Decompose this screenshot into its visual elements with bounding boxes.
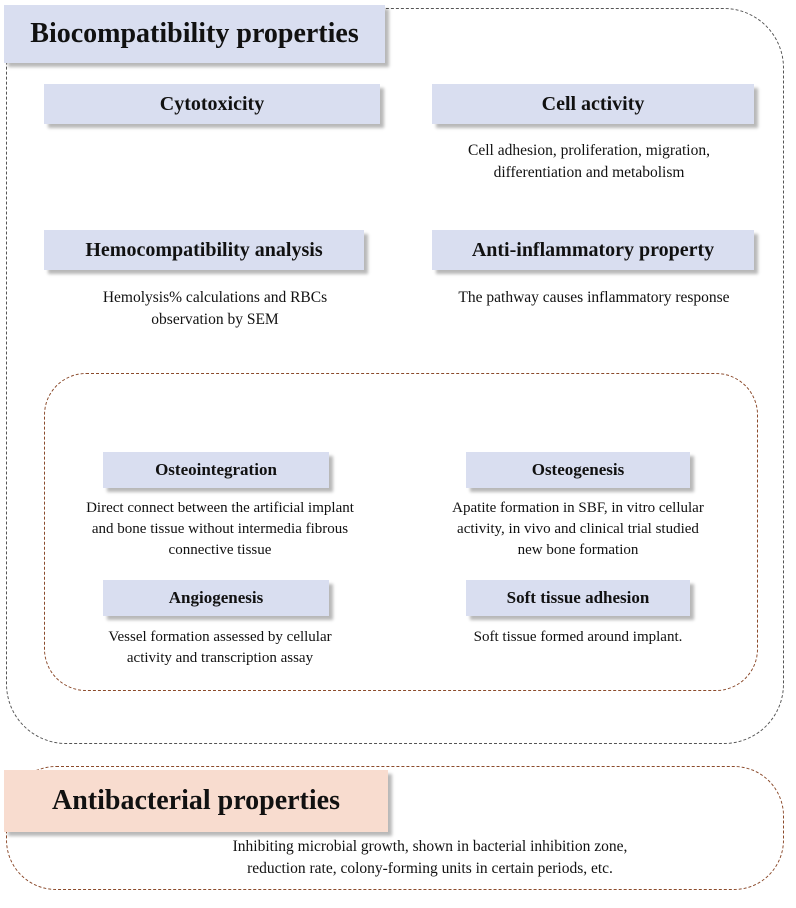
- osteointegration-description: Direct connect between the artificial im…: [50, 498, 390, 561]
- cell-activity-description: Cell adhesion, proliferation, migration,…: [404, 140, 774, 184]
- hemocompatibility-description: Hemolysis% calculations and RBCs observa…: [20, 287, 410, 331]
- antibacterial-title: Antibacterial properties: [4, 770, 388, 832]
- osteogenesis-desc-line: new bone formation: [517, 542, 639, 558]
- cell-activity-title: Cell activity: [432, 84, 754, 124]
- osteogenesis-desc-line: Apatite formation in SBF, in vitro cellu…: [452, 500, 704, 516]
- cell-activity-desc-line: Cell adhesion, proliferation, migration,: [468, 142, 710, 159]
- biocompatibility-frame: [6, 8, 784, 744]
- hemocompatibility-desc-line: Hemolysis% calculations and RBCs: [102, 289, 328, 306]
- angiogenesis-title: Angiogenesis: [103, 580, 329, 616]
- osteointegration-desc-line: Direct connect between the artificial im…: [86, 500, 354, 516]
- bone-related-frame: [44, 373, 758, 691]
- soft-tissue-adhesion-description: Soft tissue formed around implant.: [418, 627, 738, 648]
- anti-inflammatory-title: Anti-inflammatory property: [432, 230, 754, 270]
- hemocompatibility-title: Hemocompatibility analysis: [44, 230, 364, 270]
- osteointegration-desc-line: and bone tissue without intermedia fibro…: [91, 521, 349, 537]
- biocompatibility-title: Biocompatibility properties: [4, 5, 385, 63]
- antibacterial-desc-line: Inhibiting microbial growth, shown in ba…: [232, 838, 628, 855]
- soft-tissue-desc-line: Soft tissue formed around implant.: [473, 629, 683, 645]
- angiogenesis-desc-line: Vessel formation assessed by cellular: [108, 629, 332, 645]
- osteointegration-title: Osteointegration: [103, 452, 329, 488]
- anti-inflammatory-desc-line: The pathway causes inflammatory response: [458, 289, 730, 306]
- hemocompatibility-desc-line: observation by SEM: [151, 311, 279, 328]
- antibacterial-description: Inhibiting microbial growth, shown in ba…: [130, 836, 730, 880]
- osteogenesis-title: Osteogenesis: [466, 452, 690, 488]
- angiogenesis-desc-line: activity and transcription assay: [126, 650, 314, 666]
- anti-inflammatory-description: The pathway causes inflammatory response: [414, 287, 774, 309]
- osteogenesis-description: Apatite formation in SBF, in vitro cellu…: [418, 498, 738, 561]
- soft-tissue-adhesion-title: Soft tissue adhesion: [466, 580, 690, 616]
- antibacterial-desc-line: reduction rate, colony-forming units in …: [247, 860, 613, 877]
- cytotoxicity-title: Cytotoxicity: [44, 84, 380, 124]
- cell-activity-desc-line: differentiation and metabolism: [493, 164, 685, 181]
- angiogenesis-description: Vessel formation assessed by cellular ac…: [60, 627, 380, 669]
- osteogenesis-desc-line: activity, in vivo and clinical trial stu…: [457, 521, 699, 537]
- osteointegration-desc-line: connective tissue: [168, 542, 272, 558]
